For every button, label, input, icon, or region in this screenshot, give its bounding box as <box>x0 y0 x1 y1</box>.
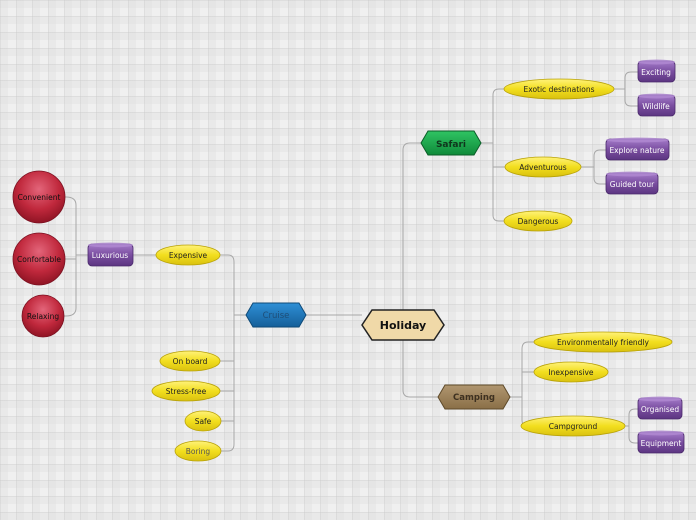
node-dangerous[interactable]: Dangerous <box>503 210 573 232</box>
node-exotic-destinations[interactable]: Exotic destinations <box>503 78 615 100</box>
node-expensive[interactable]: Expensive <box>155 244 221 266</box>
connector-center-camping <box>402 340 438 398</box>
wildlife-label: Wildlife <box>642 102 670 111</box>
safari-label: Safari <box>436 140 466 150</box>
exciting-label: Exciting <box>641 68 671 77</box>
dangerous-label: Dangerous <box>518 217 559 226</box>
connector-safari-children <box>492 88 505 222</box>
node-safari[interactable]: Safari <box>420 130 482 156</box>
node-equipment[interactable]: Equipment <box>637 430 685 454</box>
relaxing-label: Relaxing <box>27 312 59 321</box>
exotic-label: Exotic destinations <box>524 85 595 94</box>
node-cruise[interactable]: Cruise <box>245 302 307 328</box>
boring-label: Boring <box>186 447 211 456</box>
node-campground[interactable]: Campground <box>520 415 626 437</box>
node-exciting[interactable]: Exciting <box>637 59 676 83</box>
node-holiday[interactable]: Holiday <box>361 309 445 341</box>
stress-free-label: Stress-free <box>166 387 207 396</box>
node-wildlife[interactable]: Wildlife <box>637 93 676 117</box>
node-boring[interactable]: Boring <box>174 440 222 462</box>
connector-camping-children <box>521 341 536 427</box>
node-camping[interactable]: Camping <box>437 384 511 410</box>
camping-label: Camping <box>453 393 495 403</box>
node-confortable[interactable]: Confortable <box>12 232 66 286</box>
safe-label: Safe <box>195 417 212 426</box>
node-luxurious[interactable]: Luxurious <box>87 242 134 267</box>
equipment-label: Equipment <box>641 439 682 448</box>
node-adventurous[interactable]: Adventurous <box>504 156 582 178</box>
confortable-label: Confortable <box>17 255 61 264</box>
cruise-label: Cruise <box>263 311 290 321</box>
convenient-label: Convenient <box>18 193 61 202</box>
holiday-label: Holiday <box>380 319 426 332</box>
expensive-label: Expensive <box>169 251 208 260</box>
connector-luxurious-children <box>62 196 88 317</box>
connector-exotic-children <box>613 71 638 107</box>
inexpensive-label: Inexpensive <box>548 368 593 377</box>
on-board-label: On board <box>173 357 208 366</box>
adventurous-label: Adventurous <box>519 163 567 172</box>
connector-center-safari <box>402 142 422 310</box>
campground-label: Campground <box>549 422 598 431</box>
node-explore-nature[interactable]: Explore nature <box>605 137 670 161</box>
connector-cruise-children <box>220 254 235 452</box>
organised-label: Organised <box>641 405 680 414</box>
node-on-board[interactable]: On board <box>159 350 221 372</box>
connector-campground-children <box>625 408 638 444</box>
node-safe[interactable]: Safe <box>184 410 222 432</box>
connectors <box>62 71 638 452</box>
node-relaxing[interactable]: Relaxing <box>21 294 65 338</box>
node-inexpensive[interactable]: Inexpensive <box>533 361 609 383</box>
node-stress-free[interactable]: Stress-free <box>151 380 221 402</box>
explore-nature-label: Explore nature <box>609 146 664 155</box>
node-organised[interactable]: Organised <box>637 396 683 420</box>
eco-label: Environmentally friendly <box>557 338 649 347</box>
guided-tour-label: Guided tour <box>610 180 655 189</box>
node-convenient[interactable]: Convenient <box>12 170 66 224</box>
node-environmentally-friendly[interactable]: Environmentally friendly <box>533 331 673 353</box>
node-guided-tour[interactable]: Guided tour <box>605 171 659 195</box>
connector-adventurous-children <box>581 149 606 185</box>
luxurious-label: Luxurious <box>92 251 129 260</box>
